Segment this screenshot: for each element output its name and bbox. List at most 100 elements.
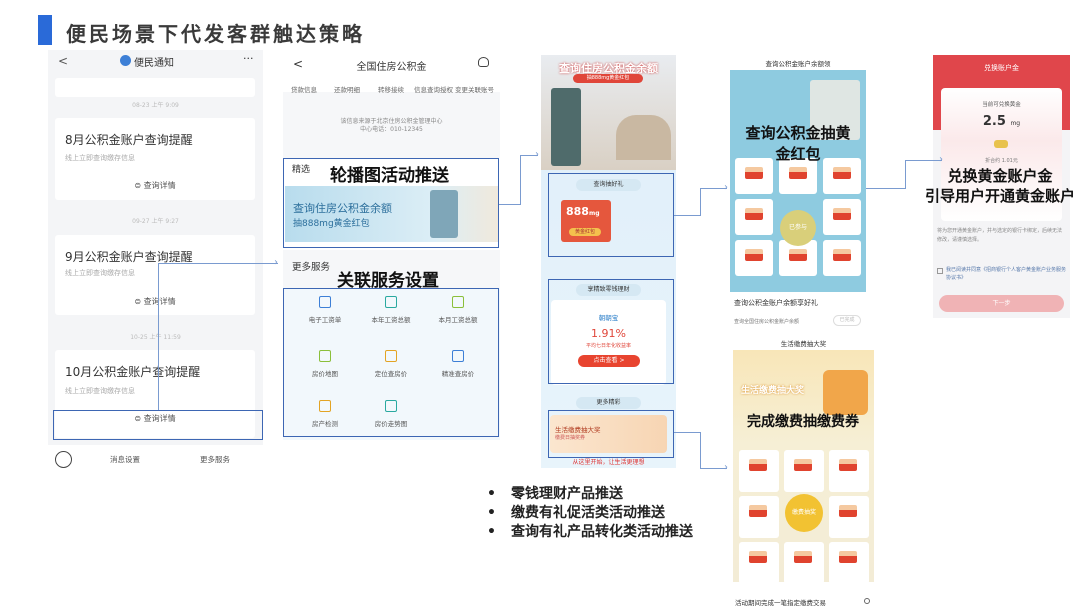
more-services-button[interactable]: 更多服务 xyxy=(200,455,230,464)
prize-cell xyxy=(779,158,817,194)
promo-banner[interactable]: 生活缴费抽大奖 缴费日抽奖券 xyxy=(550,415,667,453)
back-icon[interactable]: < xyxy=(58,54,69,68)
connector-line xyxy=(905,160,942,161)
view-button[interactable]: 点击查看 > xyxy=(578,355,640,367)
next-button[interactable]: 下一步 xyxy=(939,295,1064,312)
payment-lottery-label: 完成缴费抽缴费券 xyxy=(747,414,859,430)
service-item[interactable]: 定位查房价 xyxy=(356,350,426,378)
service-label: 房价走势图 xyxy=(374,420,408,428)
service-item[interactable]: 精准查房价 xyxy=(423,350,493,378)
poster-title: 查询住房公积金余额 xyxy=(559,62,658,75)
connector-line xyxy=(700,468,727,469)
service-item[interactable]: 房产检测 xyxy=(290,400,360,428)
featured-label: 精选 xyxy=(292,165,311,175)
message-title: 9月公积金账户查询提醒 xyxy=(65,250,193,264)
task-text: 查询全国住房公积金账户余额 xyxy=(734,319,800,325)
message-title: 8月公积金账户查询提醒 xyxy=(65,133,193,147)
more-services-label: 更多服务 xyxy=(292,262,331,273)
keyboard-icon[interactable] xyxy=(55,451,72,468)
view-details-button[interactable]: ⊜ 查询详情 xyxy=(134,297,176,306)
poster-hero: 查询住房公积金余额 抽888mg黄金红包 xyxy=(541,55,676,170)
bottom-bar: 消息设置 更多服务 xyxy=(48,445,263,475)
connector-line xyxy=(158,263,159,410)
highlight-box xyxy=(548,410,674,458)
header-title[interactable]: 便民通知 xyxy=(134,58,174,69)
tab-transfer[interactable]: 转移接续 xyxy=(378,86,404,94)
agree-checkbox[interactable] xyxy=(937,268,943,274)
arrow-icon: › xyxy=(724,182,728,193)
message-card[interactable]: 10月公积金账户查询提醒 线上立即查询缴存信息 ⊜ 查询详情 xyxy=(55,350,255,438)
agreement-link[interactable]: 我已阅读并同意《招商银行个人客户黄金账户业务服务协议书》 xyxy=(946,267,1067,281)
prize-cell xyxy=(739,542,779,584)
highlight-box xyxy=(548,279,674,384)
exchange-label: 当前可兑换黄金 xyxy=(982,102,1021,108)
task-button[interactable]: 已完成 xyxy=(833,315,861,326)
service-item[interactable]: 本月工资总额 xyxy=(423,296,493,324)
red-packet-label: 黄金红包 xyxy=(569,228,601,236)
prize-cell xyxy=(829,496,869,538)
gold-lottery-label: 查询公积金抽黄金红包 xyxy=(745,124,851,163)
gold-account-label: 兑换黄金账户金引导用户开通黄金账户 xyxy=(924,167,1075,205)
message-subtitle: 线上立即查询缴存信息 xyxy=(65,269,135,277)
yield-rate: 1.91% xyxy=(591,327,626,340)
prize-cell xyxy=(823,158,861,194)
prize-cell xyxy=(739,496,779,538)
gold-amount: 2.5 xyxy=(982,114,1006,129)
activity-caption: 查询公积金账户余额享好礼 xyxy=(734,299,818,307)
connector-line xyxy=(700,188,701,216)
view-details-button[interactable]: ⊜ 查询详情 xyxy=(134,414,176,423)
list-icon: ⊜ xyxy=(134,181,144,190)
prize-cell xyxy=(784,542,824,584)
highlight-box-services xyxy=(283,288,499,437)
red-packet[interactable]: 888mg 黄金红包 xyxy=(561,200,611,242)
message-settings-button[interactable]: 消息设置 xyxy=(110,455,140,464)
banner-subtitle: 抽888mg黄金红包 xyxy=(293,219,370,229)
highlight-box-carousel xyxy=(283,158,499,248)
service-label: 房产检测 xyxy=(312,420,338,428)
prize-cell xyxy=(829,450,869,492)
service-icon[interactable] xyxy=(478,57,489,67)
back-icon[interactable]: < xyxy=(293,57,304,71)
carousel-banner[interactable]: 查询住房公积金余额 抽888mg黄金红包 xyxy=(285,186,498,242)
service-item[interactable]: 本年工资总额 xyxy=(356,296,426,324)
connector-line xyxy=(674,432,700,433)
connector-line xyxy=(520,155,538,156)
phone-housing-fund-screen: < 全国住房公积金 贷款信息 还款明细 转移接续 信息查询授权 变更关联账号 该… xyxy=(283,50,500,440)
promo-title: 生活缴费抽大奖 xyxy=(555,426,601,434)
service-item[interactable]: 电子工资单 xyxy=(290,296,360,324)
view-details-button[interactable]: ⊜ 查询详情 xyxy=(134,181,176,190)
phone-illustration xyxy=(430,190,458,238)
connector-line xyxy=(674,215,700,216)
service-icon xyxy=(385,400,397,412)
tab-query-auth[interactable]: 信息查询授权 xyxy=(414,86,453,94)
prize-cell xyxy=(779,240,817,276)
more-icon[interactable]: ··· xyxy=(243,52,254,65)
bullet-item: 查询有礼产品转化类活动推送 xyxy=(487,523,693,542)
message-card[interactable]: 8月公积金账户查询提醒 线上立即查询缴存信息 ⊜ 查询详情 xyxy=(55,118,255,200)
service-item[interactable]: 房价走势图 xyxy=(356,400,426,428)
lottery-draw-button[interactable]: 已参与 xyxy=(780,210,816,246)
message-card-partial xyxy=(55,78,255,97)
arrow-icon: › xyxy=(939,154,943,165)
tab-loan-info[interactable]: 贷款信息 xyxy=(291,86,317,94)
tab-change-account[interactable]: 变更关联账号 xyxy=(455,86,494,94)
lottery-draw-button[interactable]: 缴费抽奖 xyxy=(785,494,823,532)
lottery-poster: 已参与 xyxy=(730,70,866,292)
service-label: 精准查房价 xyxy=(441,370,475,378)
connector-line xyxy=(700,432,701,469)
timestamp: 10-25 上午 11:59 xyxy=(130,334,181,341)
info-text: 该信息来源于北京住房公积金管理中心 xyxy=(340,118,443,125)
lottery-poster: 生活缴费抽大奖 缴费抽奖 xyxy=(733,350,874,584)
poster-footer: 从这里开始，让生活更理想 xyxy=(572,459,645,466)
service-icon xyxy=(319,350,331,362)
phone-gold-exchange: 兑换账户金 当前可兑换黄金 2.5 mg 折合约 1.01元 将为您开通黄金账户… xyxy=(933,55,1070,318)
banner-title: 查询住房公积金余额 xyxy=(293,202,392,215)
service-icon xyxy=(385,350,397,362)
connector-line xyxy=(905,160,906,189)
wealth-card[interactable]: 朝朝宝 1.91% 平均七日年化收益率 点击查看 > xyxy=(551,300,666,385)
tab-repayment[interactable]: 还款明细 xyxy=(334,86,360,94)
list-icon: ⊜ xyxy=(134,414,144,423)
product-name: 朝朝宝 xyxy=(598,314,619,322)
message-card[interactable]: 9月公积金账户查询提醒 线上立即查询缴存信息 ⊜ 查询详情 xyxy=(55,235,255,315)
service-item[interactable]: 房价地图 xyxy=(290,350,360,378)
